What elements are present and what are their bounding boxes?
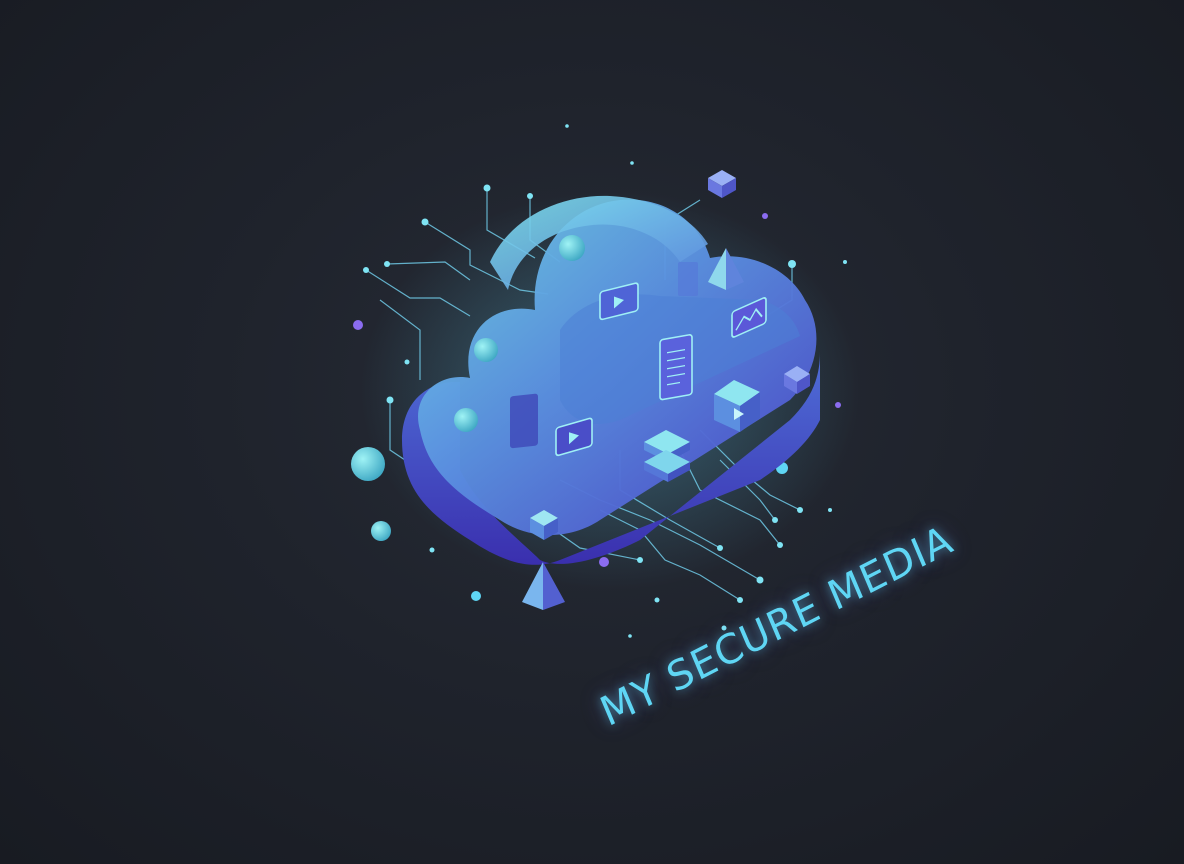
pyramid-icon (708, 248, 744, 290)
sphere-icon (351, 447, 385, 481)
sphere-icon (559, 235, 585, 261)
cube-icon (708, 170, 736, 198)
pyramid-icon (522, 562, 565, 610)
video-file-icon (555, 417, 593, 457)
database-icon (644, 430, 690, 482)
video-file-icon (599, 282, 639, 321)
media-box-icon (714, 380, 760, 432)
sphere-icon (371, 521, 391, 541)
cube-icon (784, 366, 810, 394)
sphere-icon (474, 338, 498, 362)
cube-icon (530, 510, 558, 540)
cloud-slot (678, 262, 698, 296)
sphere-icon (454, 408, 478, 432)
cloud-slot (510, 393, 538, 449)
cloud-top-rim (490, 195, 708, 290)
image-file-icon (731, 297, 767, 338)
document-icon (659, 334, 693, 401)
